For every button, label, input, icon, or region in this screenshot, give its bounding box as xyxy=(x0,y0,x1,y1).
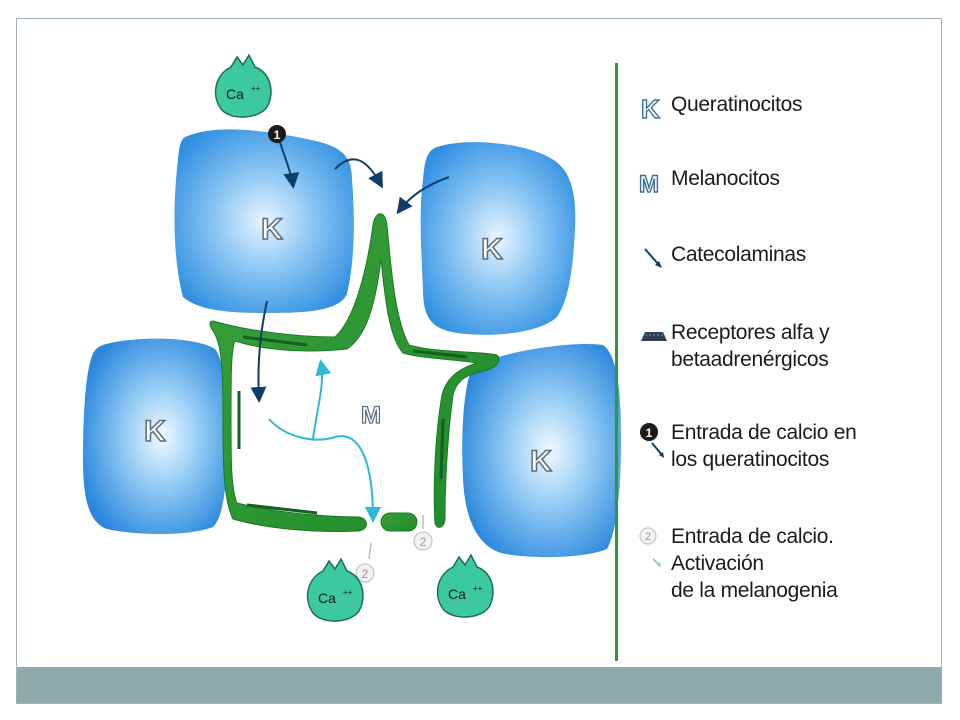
legend: K Queratinocitos M Melanocitos Catecolam… xyxy=(615,63,935,661)
calcium-ion-top: Ca ++ xyxy=(214,53,272,118)
svg-text:Ca: Ca xyxy=(448,586,466,602)
melanogenesis-diagram: K K K K M 1 xyxy=(83,53,621,622)
slide: K K K K M 1 xyxy=(16,18,942,704)
legend-item-calcium-melanogenesis: 2 Entrada de calcio. Activación de la me… xyxy=(637,523,838,604)
svg-text:++: ++ xyxy=(473,584,483,593)
receptor-icon xyxy=(641,332,667,341)
m-letter-icon: M xyxy=(638,170,659,197)
svg-text:1: 1 xyxy=(646,426,653,440)
footer-bar xyxy=(17,667,941,703)
step-two-marker: 2 xyxy=(355,542,375,583)
legend-item-catecholamines: Catecolaminas xyxy=(637,241,806,273)
legend-item-keratinocytes: K Queratinocitos xyxy=(637,91,802,123)
catecholamine-arrow xyxy=(278,138,300,189)
melanocyte xyxy=(209,213,500,532)
catecholamine-arrow xyxy=(334,158,383,189)
step-two-icon: 2 xyxy=(639,527,661,567)
svg-text:1: 1 xyxy=(274,128,281,142)
step-two-marker: 2 xyxy=(413,515,433,551)
signal-arrow xyxy=(312,359,332,440)
legend-label: Entrada de calcio. Activación de la mela… xyxy=(671,525,838,602)
k-letter-icon: K xyxy=(640,93,660,123)
keratinocyte-top-left xyxy=(174,129,354,313)
legend-divider xyxy=(615,63,618,661)
svg-text:Ca: Ca xyxy=(226,86,244,102)
legend-item-melanocytes: M Melanocitos xyxy=(637,165,780,197)
legend-label: Melanocitos xyxy=(671,167,780,190)
step-one-icon: 1 xyxy=(640,423,664,458)
legend-label: Entrada de calcio en los queratinocitos xyxy=(671,421,857,471)
melanocyte-label: M xyxy=(361,402,381,429)
melanocyte-fragment xyxy=(380,512,418,532)
keratinocyte-top-right xyxy=(420,142,576,335)
legend-item-receptors: Receptores alfa y betaadrenérgicos xyxy=(637,319,830,373)
svg-text:M: M xyxy=(639,171,659,197)
legend-label: Queratinocitos xyxy=(671,93,803,116)
calcium-ion-bottom-left: Ca ++ xyxy=(306,557,364,622)
keratinocyte-bottom-right xyxy=(462,343,621,558)
calcium-signal-lines xyxy=(268,359,381,523)
legend-label: Receptores alfa y betaadrenérgicos xyxy=(671,321,830,371)
calcium-ion-bottom-right: Ca ++ xyxy=(436,553,494,618)
keratinocyte-label: K xyxy=(261,213,283,246)
catecholamine-arrow xyxy=(250,300,268,403)
svg-text:K: K xyxy=(641,94,660,123)
step-one-marker: 1 xyxy=(268,125,286,143)
svg-text:2: 2 xyxy=(362,567,369,581)
svg-text:++: ++ xyxy=(251,84,261,93)
catecholamine-arrows xyxy=(250,138,450,403)
keratinocyte-label: K xyxy=(481,233,503,266)
keratinocyte-label: K xyxy=(144,415,166,448)
legend-label: Catecolaminas xyxy=(671,243,806,266)
svg-text:2: 2 xyxy=(420,535,427,549)
catecholamine-arrow xyxy=(396,176,450,215)
arrow-icon xyxy=(644,248,662,268)
keratinocyte-bottom-left xyxy=(83,338,227,534)
signal-arrow xyxy=(268,418,381,523)
svg-text:Ca: Ca xyxy=(318,590,336,606)
svg-text:++: ++ xyxy=(343,588,353,597)
legend-item-calcium-keratinocytes: 1 Entrada de calcio en los queratinocito… xyxy=(637,419,857,473)
keratinocyte-label: K xyxy=(530,445,552,478)
svg-text:2: 2 xyxy=(645,531,651,543)
